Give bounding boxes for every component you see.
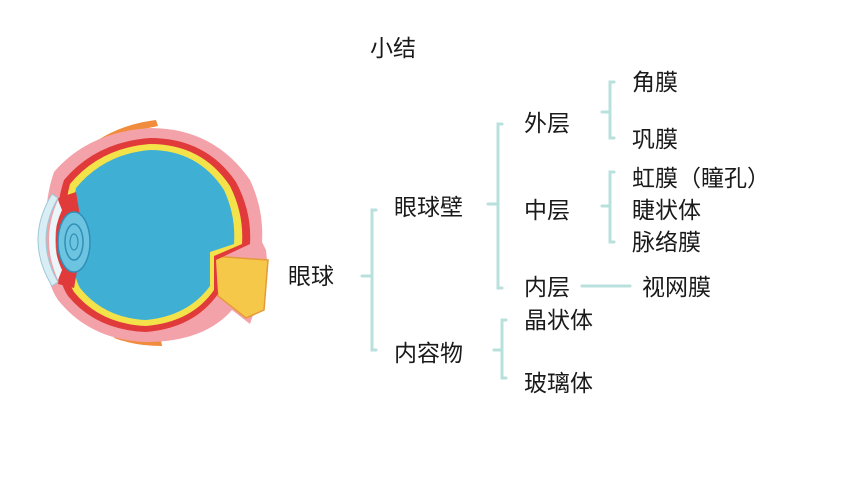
root-bracket	[360, 208, 378, 352]
eyeball-illustration	[37, 120, 269, 346]
contents-bracket	[492, 318, 508, 380]
cornea-label: 角膜	[632, 70, 678, 96]
cornea	[37, 193, 59, 287]
middle-layer-label: 中层	[524, 198, 570, 224]
vitreous-label: 玻璃体	[524, 371, 593, 397]
lens-ring	[64, 223, 84, 261]
iris-label: 虹膜（瞳孔）	[632, 166, 770, 192]
contents-label: 内容物	[394, 341, 463, 367]
lens	[57, 211, 91, 273]
middle-bracket	[600, 170, 616, 244]
choroid-label: 脉络膜	[632, 230, 701, 256]
summary-title: 小结	[370, 36, 416, 62]
sclera-label: 巩膜	[632, 127, 678, 153]
outer-layer-label: 外层	[524, 111, 570, 137]
vitreous-body	[72, 150, 235, 320]
anterior-chamber	[49, 200, 62, 280]
eyeball-wall-label: 眼球壁	[394, 195, 463, 221]
lens-label: 晶状体	[524, 308, 593, 334]
lens-core	[69, 233, 79, 251]
eyeball-label: 眼球	[288, 264, 334, 290]
outer-bracket	[600, 80, 616, 140]
retina-label: 视网膜	[642, 275, 711, 301]
inner-layer-label: 内层	[524, 275, 570, 301]
wall-bracket	[486, 122, 504, 290]
ciliary-body-label: 睫状体	[632, 198, 701, 224]
